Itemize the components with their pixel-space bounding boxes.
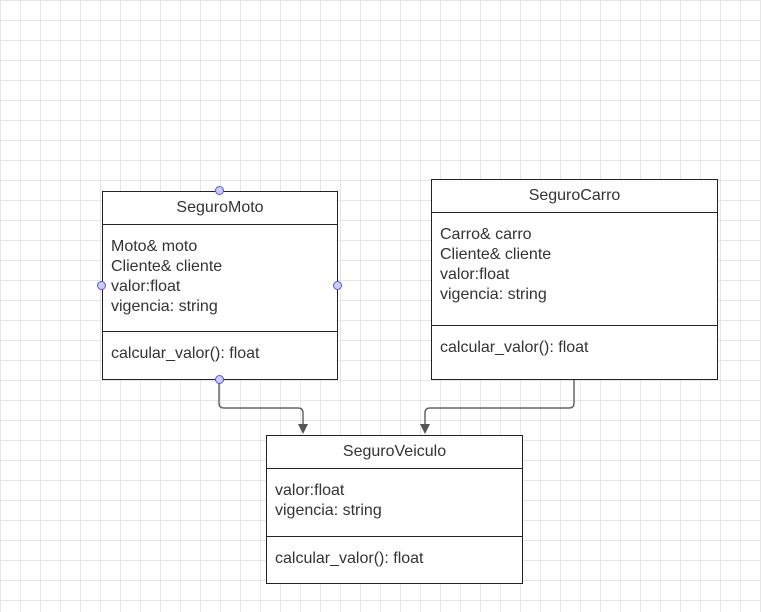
methods-section: calcular_valor(): float — [267, 537, 522, 569]
class-name: SeguroVeiculo — [267, 436, 522, 469]
connection-handle-bottom[interactable] — [215, 375, 224, 384]
method: calcular_valor(): float — [440, 339, 589, 356]
methods-section: calcular_valor(): float — [432, 326, 717, 358]
arrowhead-moto-to-veiculo — [298, 424, 308, 434]
connection-handle-right[interactable] — [333, 281, 342, 290]
class-seguro-veiculo[interactable]: SeguroVeiculo valor:float vigencia: stri… — [266, 435, 523, 584]
attribute: valor:float — [275, 482, 345, 499]
attribute: vigencia: string — [111, 298, 218, 315]
attribute: Carro& carro — [440, 226, 532, 243]
method: calcular_valor(): float — [111, 345, 260, 362]
attribute: Moto& moto — [111, 238, 198, 255]
attributes-section: Carro& carro Cliente& cliente valor:floa… — [432, 213, 717, 326]
arrowhead-carro-to-veiculo — [420, 424, 430, 434]
connector-moto-to-veiculo[interactable] — [218, 380, 304, 428]
connector-carro-to-veiculo[interactable] — [424, 380, 575, 428]
method: calcular_valor(): float — [275, 550, 424, 567]
class-name: SeguroCarro — [432, 180, 717, 213]
class-name: SeguroMoto — [103, 192, 337, 225]
attribute: valor:float — [440, 266, 510, 283]
attributes-section: valor:float vigencia: string — [267, 469, 522, 537]
attribute: vigencia: string — [440, 286, 547, 303]
connection-handle-top[interactable] — [215, 186, 224, 195]
attribute: valor:float — [111, 278, 181, 295]
attribute: Cliente& cliente — [111, 258, 223, 275]
connection-handle-left[interactable] — [97, 281, 106, 290]
class-seguro-carro[interactable]: SeguroCarro Carro& carro Cliente& client… — [431, 179, 718, 380]
methods-section: calcular_valor(): float — [103, 332, 337, 364]
class-seguro-moto[interactable]: SeguroMoto Moto& moto Cliente& cliente v… — [102, 191, 338, 380]
attribute: Cliente& cliente — [440, 246, 552, 263]
attributes-section: Moto& moto Cliente& cliente valor:float … — [103, 225, 337, 332]
attribute: vigencia: string — [275, 502, 382, 519]
